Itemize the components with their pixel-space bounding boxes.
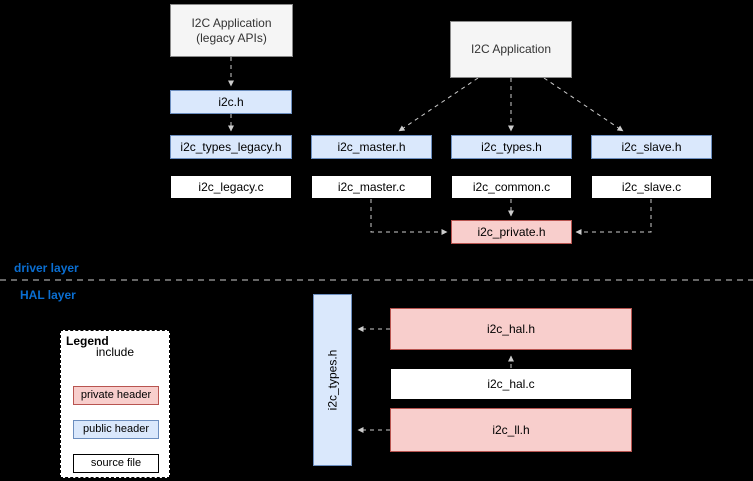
box-i2c-master-c: i2c_master.c <box>311 175 432 199</box>
box-i2c-h: i2c.h <box>170 90 292 114</box>
box-i2c-application-legacy: I2C Application (legacy APIs) <box>170 4 293 57</box>
legend: Legend include private header public hea… <box>60 330 170 478</box>
box-i2c-hal-c: i2c_hal.c <box>390 368 632 400</box>
box-i2c-master-h: i2c_master.h <box>311 135 432 159</box>
box-i2c-slave-h: i2c_slave.h <box>591 135 712 159</box>
box-i2c-application: I2C Application <box>450 21 572 78</box>
box-i2c-hal-h: i2c_hal.h <box>390 308 632 350</box>
label-driver-layer: driver layer <box>14 261 79 275</box>
box-i2c-slave-c: i2c_slave.c <box>591 175 712 199</box>
label-hal-layer: HAL layer <box>20 288 76 302</box>
vertical-box-label: i2c_types.h <box>325 349 340 411</box>
legend-public-header-swatch: public header <box>73 420 159 439</box>
legend-title: Legend <box>66 334 109 348</box>
box-i2c-legacy-c: i2c_legacy.c <box>170 175 292 199</box>
box-i2c-types-legacy-h: i2c_types_legacy.h <box>170 135 292 159</box>
box-i2c-ll-h: i2c_ll.h <box>390 408 632 452</box>
box-i2c-common-c: i2c_common.c <box>451 175 572 199</box>
box-i2c-types-h-vertical: i2c_types.h <box>313 294 352 466</box>
legend-include-label: include <box>95 345 135 359</box>
legend-source-file-swatch: source file <box>73 454 159 473</box>
legend-private-header-swatch: private header <box>73 386 159 405</box>
box-i2c-types-h: i2c_types.h <box>451 135 572 159</box>
box-i2c-private-h: i2c_private.h <box>451 220 572 244</box>
